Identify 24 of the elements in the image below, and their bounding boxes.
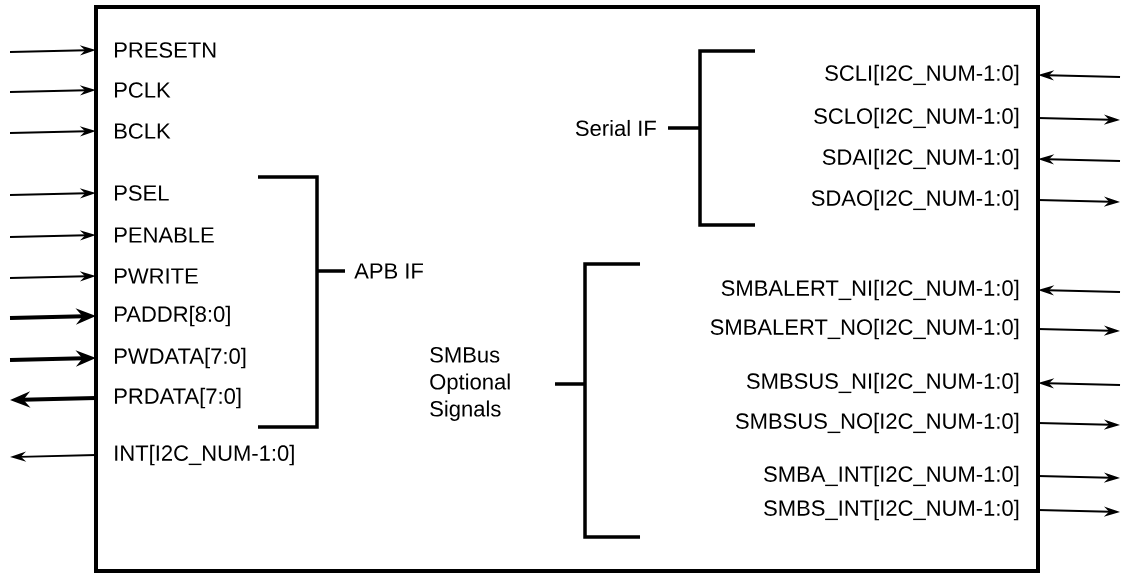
signal-name: PADDR[8:0] <box>115 305 230 327</box>
signal-name: PSEL <box>115 185 169 201</box>
block-box <box>94 5 1040 573</box>
signal-name: PRESETN <box>115 42 216 58</box>
signal-name: SCLO[I2C_NUM-1:0] <box>814 107 1019 129</box>
signal-name: SMBSUS_NI[I2C_NUM-1:0] <box>746 372 1019 394</box>
signal-name: PRDATA[7:0] <box>115 387 241 409</box>
signal-name: SMBA_INT[I2C_NUM-1:0] <box>764 465 1019 487</box>
signal-name: SMBS_INT[I2C_NUM-1:0] <box>764 499 1019 521</box>
signal-name: SCLI[I2C_NUM-1:0] <box>825 64 1019 86</box>
signal-name: BCLK <box>115 123 171 139</box>
signal-name: SDAI[I2C_NUM-1:0] <box>822 148 1019 170</box>
signal-name: PWDATA[7:0] <box>115 347 246 369</box>
signal-name: PENABLE <box>115 227 214 243</box>
signal-name: SMBSUS_NO[I2C_NUM-1:0] <box>735 412 1019 434</box>
group-label: Serial IF <box>575 119 656 137</box>
signal-name: SMBALERT_NO[I2C_NUM-1:0] <box>710 318 1019 340</box>
group-label: SMBus Optional Signals <box>430 347 510 421</box>
signal-name: SDAO[I2C_NUM-1:0] <box>811 189 1019 211</box>
signal-name: INT[I2C_NUM-1:0] <box>115 444 294 466</box>
group-label: APB IF <box>354 263 423 279</box>
signal-name: PCLK <box>115 82 171 98</box>
signal-name: PWRITE <box>115 268 198 284</box>
signal-name: SMBALERT_NI[I2C_NUM-1:0] <box>721 279 1019 301</box>
